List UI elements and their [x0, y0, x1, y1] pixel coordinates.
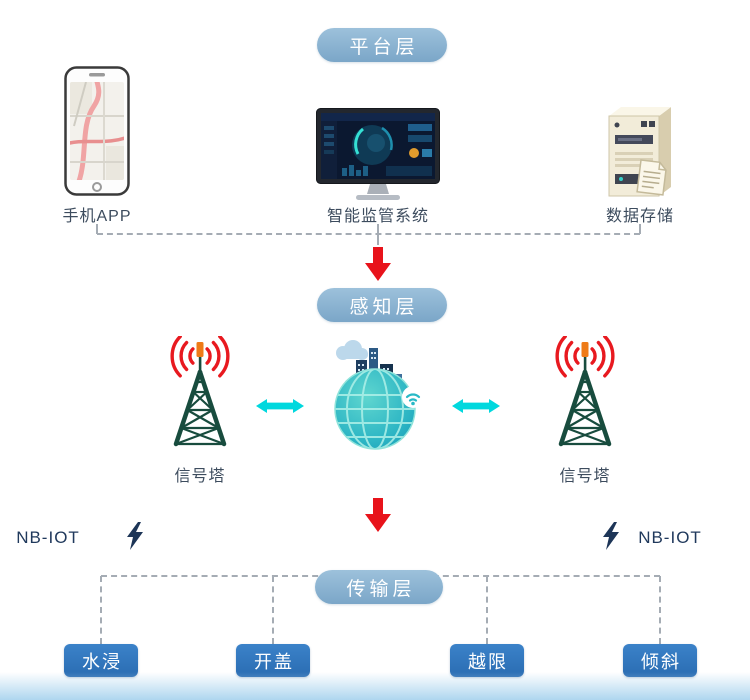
nbiot-label-left: NB-IOT — [16, 528, 80, 547]
phone-node-label: 手机APP — [62, 208, 132, 225]
platform-layer-label: 平台层 — [349, 36, 419, 58]
signal-tower-left-icon — [170, 336, 230, 447]
cyan-double-arrow-right — [452, 399, 500, 413]
sensor-box-tilt: 倾斜 — [623, 644, 697, 677]
phone-app-icon — [64, 66, 130, 196]
platform-layer-pill: 平台层 — [317, 28, 447, 62]
connector-server — [639, 224, 641, 234]
red-down-arrow-bottom — [365, 498, 391, 532]
connector-sensor-3 — [486, 576, 488, 644]
connector-sensor-1 — [100, 576, 102, 644]
cloud-icon — [336, 340, 368, 360]
connector-sensor-4 — [659, 576, 661, 644]
nbiot-label-right: NB-IOT — [638, 528, 702, 547]
sensor-box-limit: 越限 — [450, 644, 524, 677]
monitor-icon — [316, 108, 440, 200]
sensor-box-water: 水浸 — [64, 644, 138, 677]
wifi-badge-icon — [402, 386, 424, 408]
sensor-label-water: 水浸 — [82, 651, 122, 672]
document-icon — [636, 159, 667, 196]
sensor-label-limit: 越限 — [468, 651, 508, 672]
sensor-label-tilt: 倾斜 — [641, 651, 681, 672]
red-down-arrow-top — [365, 247, 391, 281]
connector-phone — [96, 224, 98, 234]
server-node-label: 数据存储 — [605, 208, 674, 225]
transmission-layer-label: 传输层 — [346, 578, 416, 600]
monitor-node-label: 智能监管系统 — [326, 208, 429, 225]
connector-monitor — [377, 224, 379, 234]
perception-layer-label: 感知层 — [349, 296, 419, 318]
signal-tower-right-icon — [555, 336, 615, 447]
lightning-icon-left — [127, 522, 143, 550]
cyan-double-arrow-left — [256, 399, 304, 413]
connector-platform-bus — [97, 233, 640, 235]
iot-globe-icon — [334, 340, 424, 450]
transmission-layer-pill: 传输层 — [315, 570, 443, 604]
tower-left-label: 信号塔 — [174, 468, 226, 485]
tower-right-label: 信号塔 — [559, 468, 611, 485]
sensor-box-cover: 开盖 — [236, 644, 310, 677]
server-icon — [608, 107, 671, 197]
sensor-label-cover: 开盖 — [254, 651, 294, 672]
connector-sensor-2 — [272, 576, 274, 644]
bottom-gradient-band — [0, 672, 750, 700]
perception-layer-pill: 感知层 — [317, 288, 447, 322]
lightning-icon-right — [603, 522, 619, 550]
connector-platform-down — [377, 234, 379, 245]
